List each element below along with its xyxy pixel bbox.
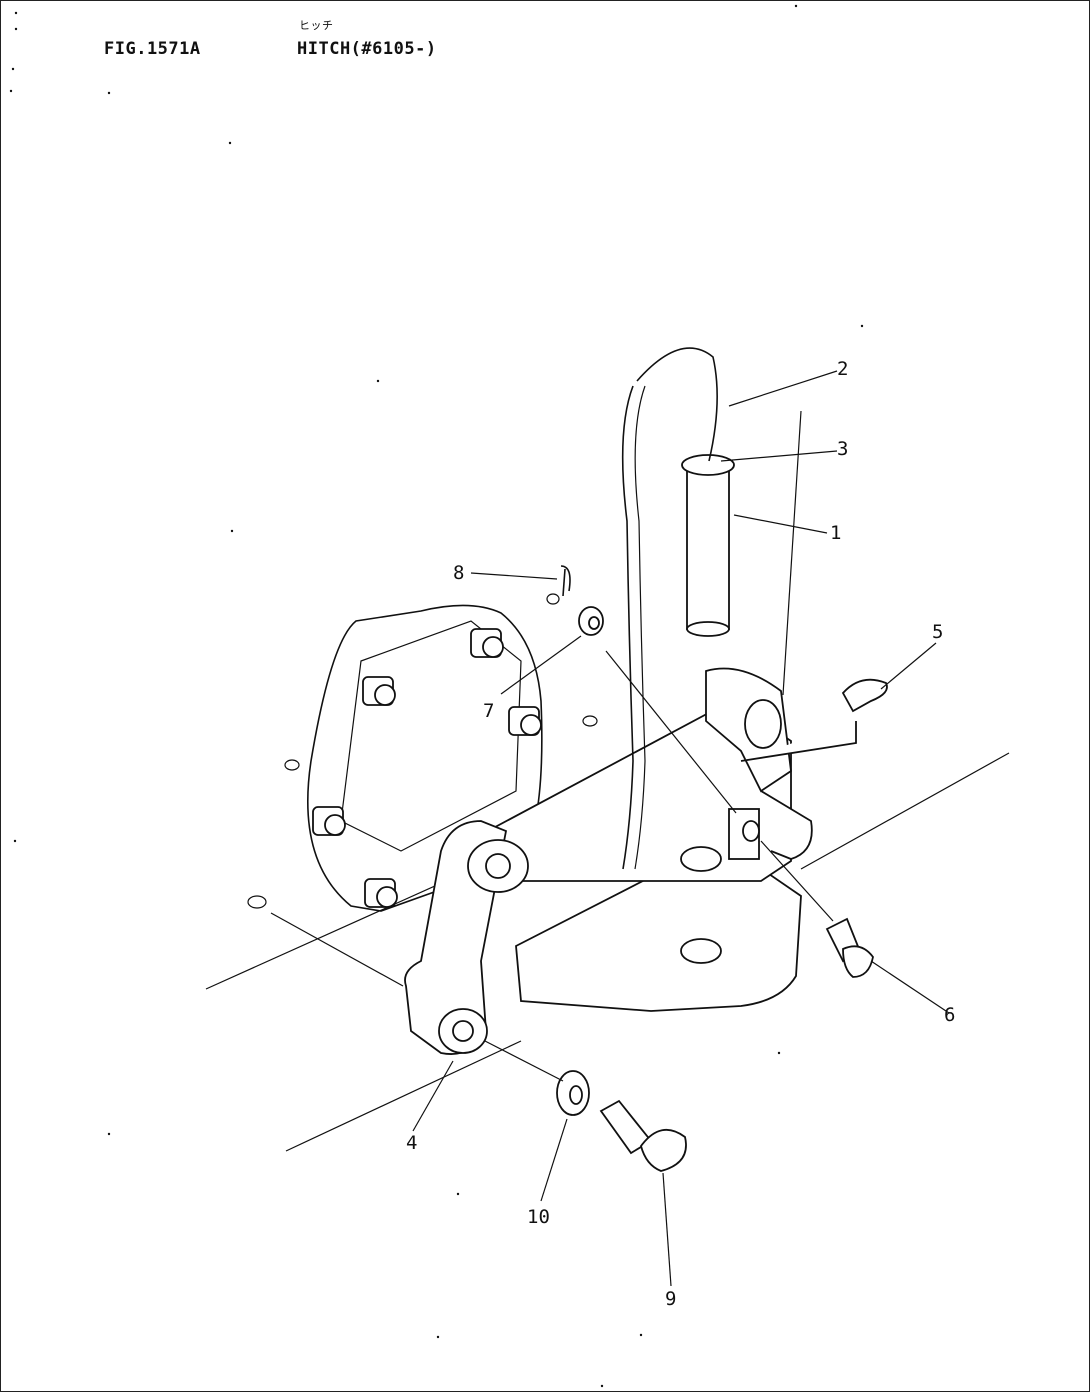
- bolt-head-3: [508, 706, 542, 736]
- callout-6: 6: [944, 1004, 955, 1026]
- callout-4: 4: [406, 1132, 417, 1154]
- callout-1: 1: [830, 522, 841, 544]
- callout-10: 10: [527, 1206, 550, 1228]
- figure-id: FIG.1571A: [104, 39, 201, 59]
- bracket-plate: [841, 678, 888, 713]
- frame-lines: [205, 410, 1010, 1152]
- hitch-pin: [681, 454, 735, 637]
- figure-title: HITCH(#6105-): [297, 39, 437, 59]
- pin-holder: [728, 808, 760, 860]
- callout-8: 8: [453, 562, 464, 584]
- callout-labels: 2 3 1 5 8 7 6 4 10 9: [406, 358, 955, 1310]
- cotter-pin: [560, 565, 571, 597]
- callout-3: 3: [837, 438, 848, 460]
- scan-specks: [9, 4, 864, 1388]
- bolt-large: [599, 1099, 687, 1172]
- small-washers: [247, 593, 598, 909]
- callout-9: 9: [665, 1288, 676, 1310]
- bushing: [578, 606, 604, 636]
- callout-5: 5: [932, 621, 943, 643]
- hitch-body: [439, 667, 857, 1012]
- bolt-small: [825, 917, 874, 978]
- bolt-head-5: [364, 878, 398, 908]
- callout-7: 7: [483, 700, 494, 722]
- title-japanese: ヒッチ: [299, 19, 334, 32]
- leader-lines: [270, 370, 950, 1287]
- cover-bolt-heads: [312, 628, 542, 908]
- chain: [621, 347, 718, 870]
- washer: [556, 1070, 590, 1116]
- link-arm: [404, 820, 529, 1055]
- callout-2: 2: [837, 358, 848, 380]
- bolt-head-2: [362, 676, 396, 706]
- bolt-head-1: [470, 628, 504, 658]
- bolt-head-4: [312, 806, 346, 836]
